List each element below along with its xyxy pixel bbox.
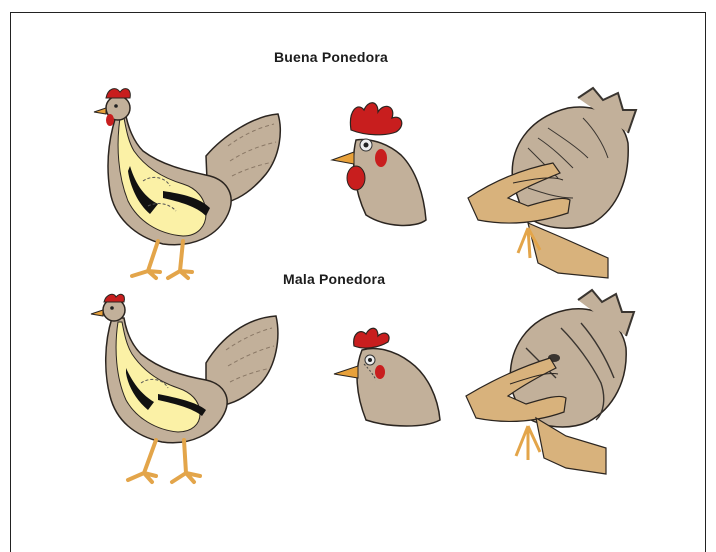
bad-layer-head: [330, 320, 445, 430]
bad-layer-hen-body: [86, 288, 286, 488]
good-layer-title: Buena Ponedora: [274, 49, 388, 65]
good-layer-head: [326, 100, 436, 230]
bad-layer-hand-measure: [466, 288, 646, 478]
bad-layer-title: Mala Ponedora: [283, 271, 385, 287]
good-layer-hen-body: [88, 86, 288, 286]
good-layer-hand-measure: [468, 88, 648, 278]
